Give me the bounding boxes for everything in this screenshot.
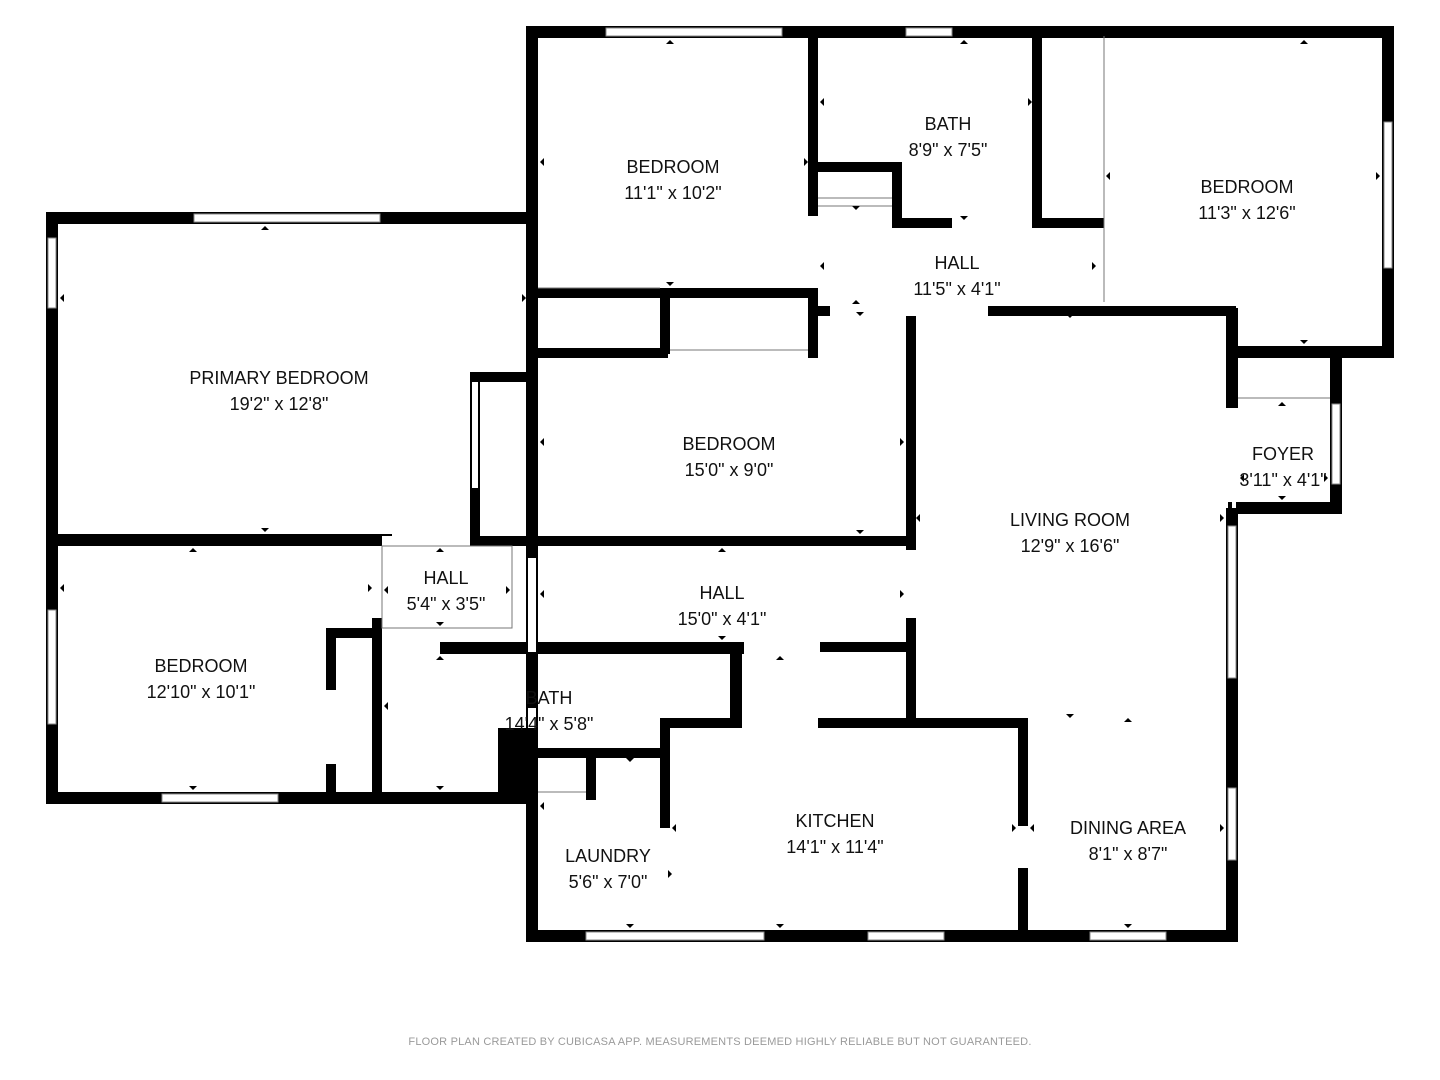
window — [47, 609, 57, 725]
room-dims-primary-bedroom: 19'2" x 12'8" — [230, 394, 329, 414]
room-dims-kitchen: 14'1" x 11'4" — [786, 837, 883, 857]
room-name-bedroom-right: BEDROOM — [1200, 177, 1293, 197]
window — [867, 931, 945, 941]
dimension-markers — [60, 40, 1380, 928]
openings — [328, 306, 1236, 868]
room-name-bath-bottom: BATH — [526, 688, 573, 708]
room-name-bedroom-middle: BEDROOM — [682, 434, 775, 454]
window — [1227, 787, 1237, 861]
room-name-hall-middle: HALL — [699, 583, 744, 603]
room-dims-bedroom-middle: 15'0" x 9'0" — [685, 460, 774, 480]
window — [585, 931, 765, 941]
room-name-hall-small: HALL — [423, 568, 468, 588]
room-dims-hall-top: 11'5" x 4'1" — [913, 279, 1000, 299]
exterior-walls — [46, 26, 1394, 942]
window — [47, 237, 57, 309]
room-dims-bedroom-left: 12'10" x 10'1" — [147, 682, 256, 702]
room-name-kitchen: KITCHEN — [795, 811, 874, 831]
room-name-foyer: FOYER — [1252, 444, 1314, 464]
room-name-primary-bedroom: PRIMARY BEDROOM — [189, 368, 368, 388]
windows — [47, 27, 1393, 941]
room-dims-foyer: 3'11" x 4'1" — [1239, 470, 1326, 490]
window — [1383, 121, 1393, 269]
room-dims-bedroom-right: 11'3" x 12'6" — [1198, 203, 1295, 223]
room-dims-hall-middle: 15'0" x 4'1" — [678, 609, 767, 629]
window — [905, 27, 953, 37]
room-name-bedroom-left: BEDROOM — [154, 656, 247, 676]
room-labels: BEDROOM 11'1" x 10'2" BATH 8'9" x 7'5" B… — [147, 114, 1327, 892]
window — [1089, 931, 1167, 941]
window — [605, 27, 783, 37]
floor-plan-credit: FLOOR PLAN CREATED BY CUBICASA APP. MEAS… — [408, 1036, 1032, 1048]
room-dims-bath-bottom: 14'4" x 5'8" — [505, 714, 594, 734]
window — [1227, 525, 1237, 679]
window — [193, 213, 381, 223]
room-dims-dining-area: 8'1" x 8'7" — [1089, 844, 1168, 864]
room-dims-laundry: 5'6" x 7'0" — [569, 872, 648, 892]
room-name-bedroom-top: BEDROOM — [626, 157, 719, 177]
room-name-hall-top: HALL — [934, 253, 979, 273]
room-dims-bath-top: 8'9" x 7'5" — [909, 140, 988, 160]
room-name-living-room: LIVING ROOM — [1010, 510, 1130, 530]
room-name-laundry: LAUNDRY — [565, 846, 651, 866]
window — [161, 793, 279, 803]
room-dims-hall-small: 5'4" x 3'5" — [407, 594, 486, 614]
room-name-dining-area: DINING AREA — [1070, 818, 1186, 838]
room-dims-bedroom-top: 11'1" x 10'2" — [624, 183, 721, 203]
room-dims-living-room: 12'9" x 16'6" — [1021, 536, 1120, 556]
thin-outlines — [381, 36, 1330, 793]
window — [1331, 403, 1341, 485]
interior-walls — [46, 36, 1236, 942]
room-name-bath-top: BATH — [925, 114, 972, 134]
